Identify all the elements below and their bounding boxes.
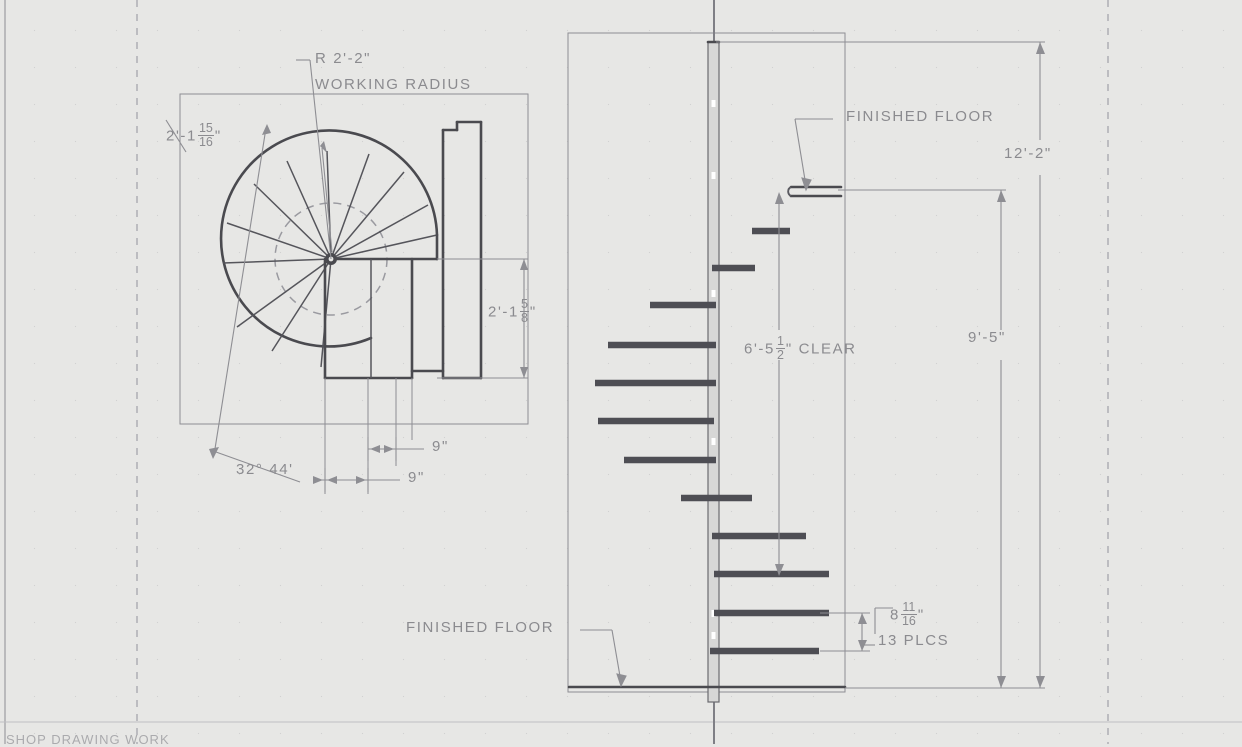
plan-clear-width-dimension xyxy=(437,258,528,379)
elevation-center-column xyxy=(706,40,721,703)
plan-run-dimension-lower xyxy=(313,468,400,492)
working-radius-line xyxy=(321,147,333,253)
overall-radius-leader xyxy=(165,119,187,153)
finished-floor-top-leader xyxy=(794,118,833,192)
elevation-view-group xyxy=(567,0,1045,744)
finished-floor-bottom-leader xyxy=(580,629,627,688)
working-radius-arrow xyxy=(320,141,327,153)
headroom-dimension xyxy=(775,192,784,576)
elevation-treads xyxy=(595,227,829,655)
overall-radius-arrow-top xyxy=(262,124,271,135)
elevation-upper-floor-slab xyxy=(787,185,843,198)
plan-landing-box xyxy=(323,257,414,380)
floor-to-floor-dimension xyxy=(838,189,1006,688)
sheet-border-guides xyxy=(136,0,1109,744)
elevation-bounding-box xyxy=(567,32,846,693)
plan-tread-radials xyxy=(222,150,438,368)
overall-radius-line xyxy=(213,127,267,456)
riser-dimension xyxy=(820,607,893,652)
plan-outer-circle xyxy=(219,129,439,348)
angle-leader xyxy=(215,451,301,483)
plan-extension-lines xyxy=(324,378,413,494)
plan-wall-profile xyxy=(410,120,483,380)
plan-view-group xyxy=(165,59,529,494)
overall-radius-arrow-bot xyxy=(209,447,219,459)
total-height-dimension xyxy=(716,41,1045,689)
working-radius-leader xyxy=(296,59,332,260)
